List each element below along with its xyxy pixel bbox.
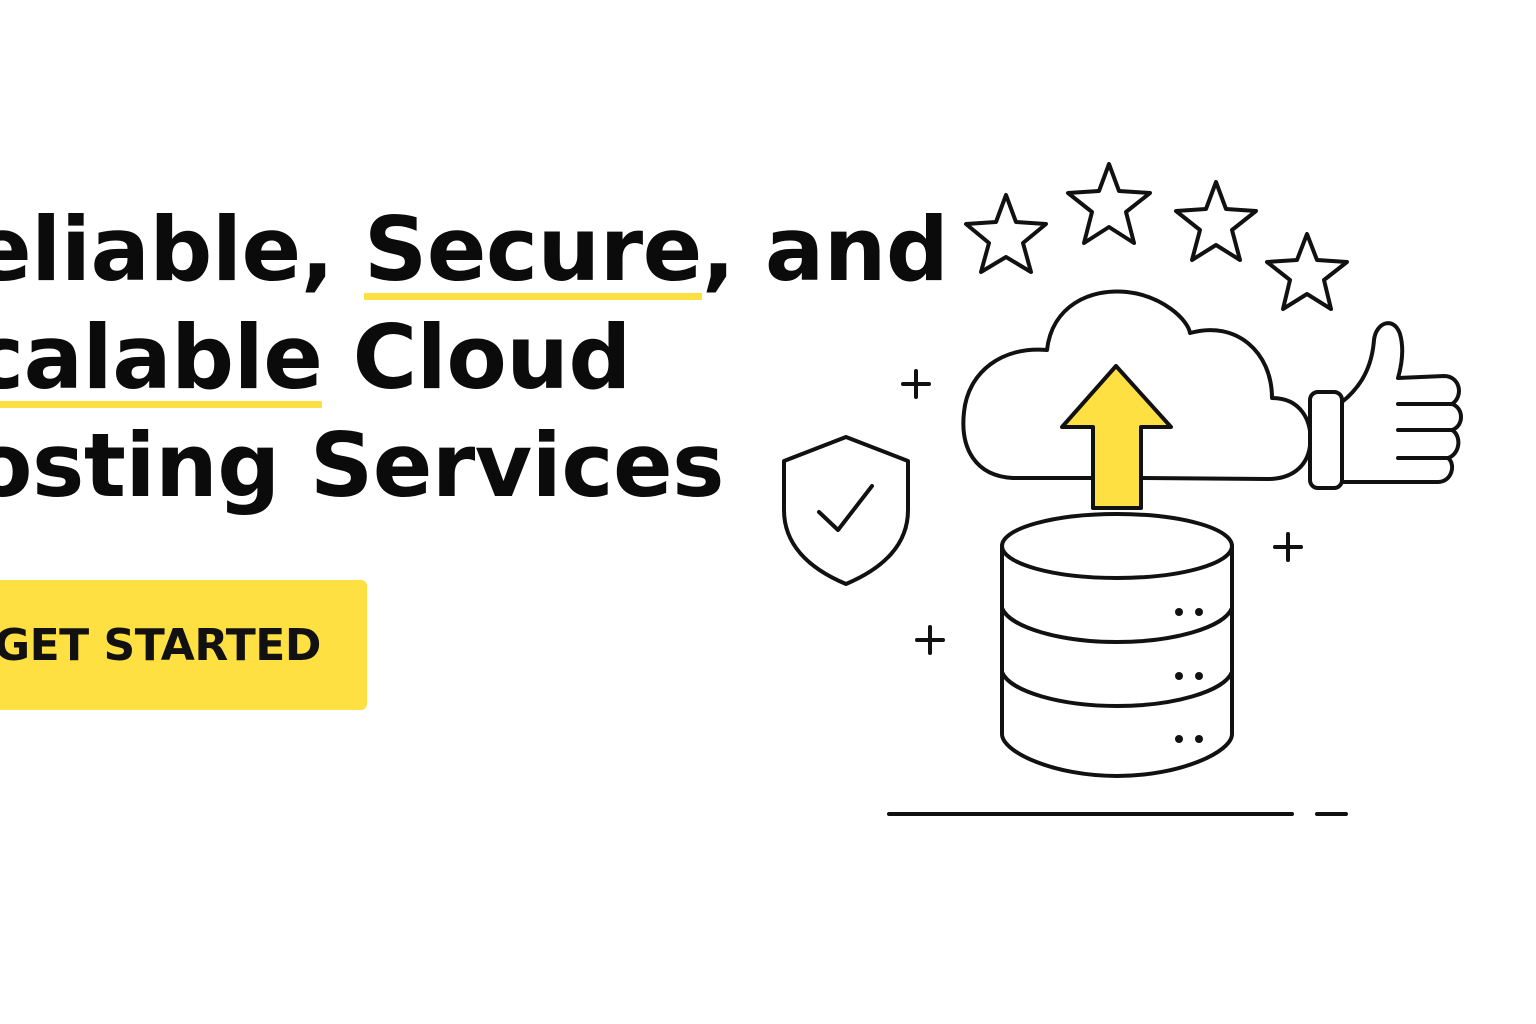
headline-text: osting Services <box>0 414 725 517</box>
headline-text: , and <box>701 198 949 301</box>
cloud-icon <box>961 289 1313 481</box>
plus-icon <box>901 369 931 399</box>
headline-highlight-secure: Secure <box>363 196 702 304</box>
plus-icon <box>1273 532 1303 562</box>
headline-line-3: osting Services <box>0 412 872 520</box>
thumbs-up-icon <box>1308 321 1463 490</box>
headline-highlight-scalable: calable <box>0 304 323 412</box>
headline-line-2: calable Cloud <box>0 304 872 412</box>
get-started-label: GET STARTED <box>0 619 321 671</box>
headline-text: eliable, <box>0 198 364 301</box>
headline-text: Cloud <box>322 306 632 409</box>
plus-icon <box>915 625 945 655</box>
hero-headline: eliable, Secure, and calable Cloud ostin… <box>0 196 949 520</box>
star-icon <box>1066 162 1152 245</box>
upload-arrow-icon <box>1060 364 1173 510</box>
star-icon <box>1265 232 1349 311</box>
database-icon <box>1000 512 1234 778</box>
headline-line-1: eliable, Secure, and <box>0 196 949 304</box>
get-started-button[interactable]: GET STARTED <box>0 580 367 710</box>
star-icon <box>1174 180 1258 262</box>
star-icon <box>964 193 1048 274</box>
